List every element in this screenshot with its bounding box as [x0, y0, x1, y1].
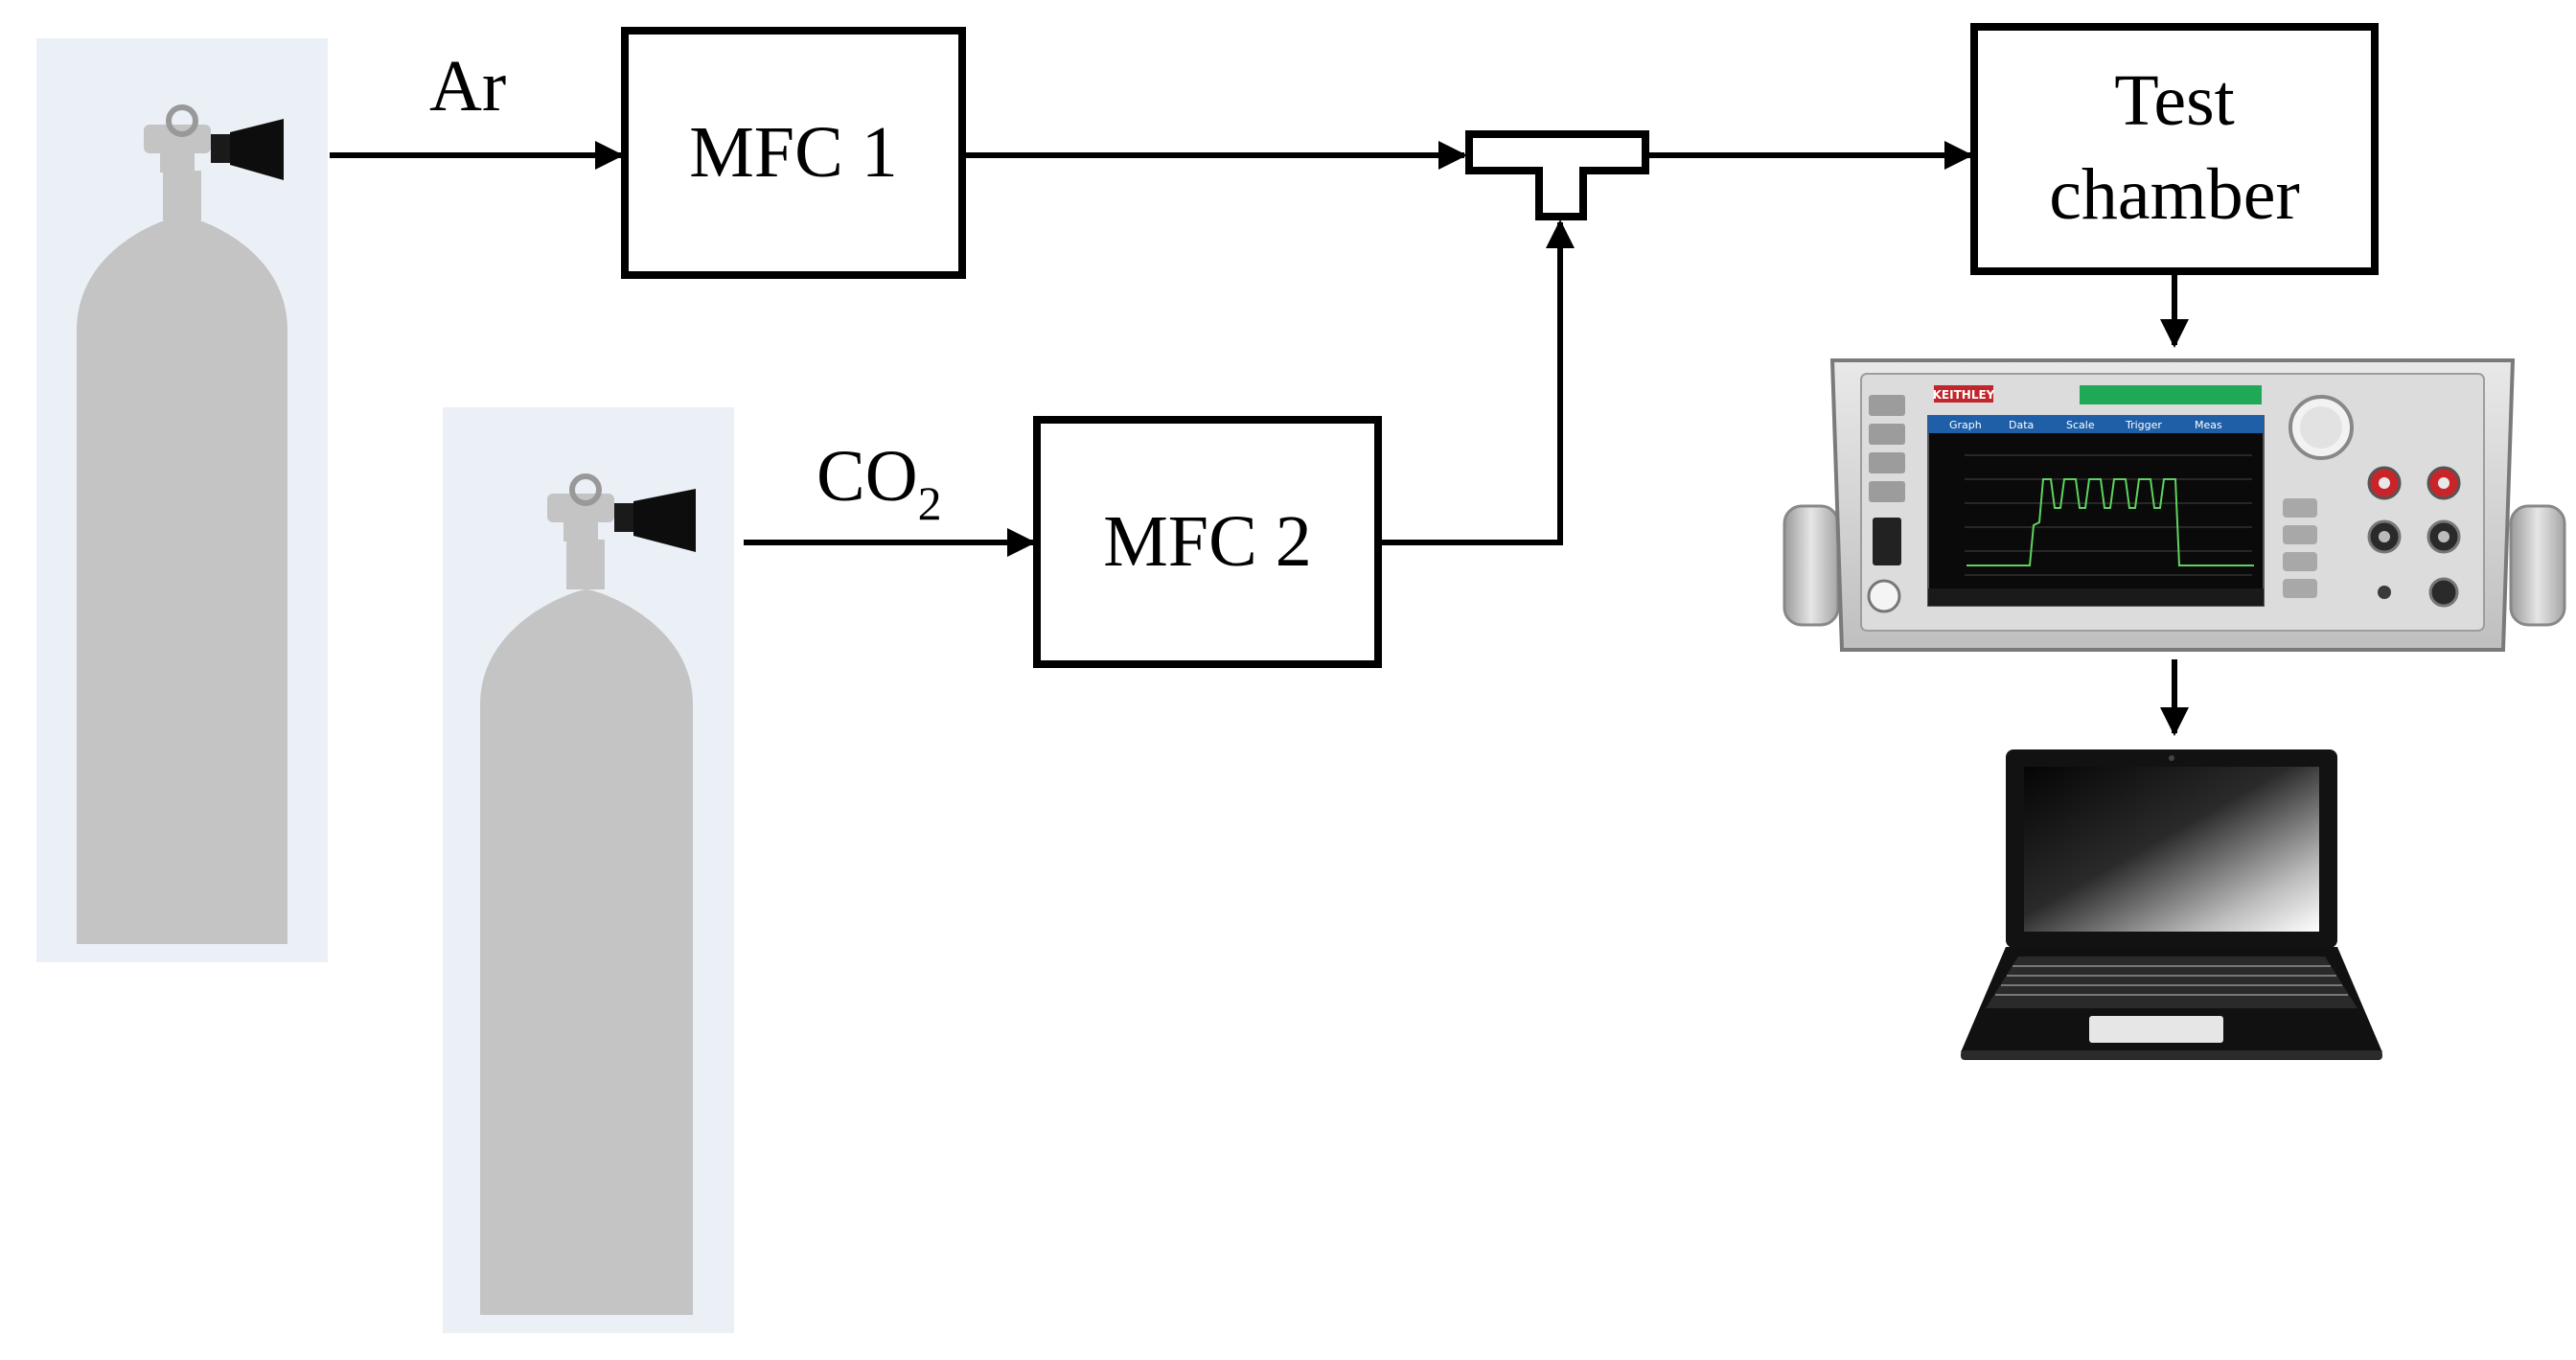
- mfc-1-box: MFC 1: [621, 27, 966, 279]
- mfc-2-box: MFC 2: [1033, 416, 1382, 668]
- laptop-icon: [1961, 749, 2382, 1060]
- screen-tab-trigger: Trigger: [2125, 419, 2162, 431]
- screen-tab-graph: Graph: [1949, 419, 1982, 431]
- instrument-icon: KEITHLEY Graph Data Scale Trigger Meas: [1782, 358, 2566, 652]
- test-chamber-label-line1: Test: [2114, 60, 2235, 141]
- mfc-1-label: MFC 1: [689, 112, 898, 193]
- gas-label-co2-subscript: 2: [918, 476, 942, 530]
- gas-label-co2: CO2: [816, 436, 942, 530]
- arrow-mfc2-to-tee: [1382, 219, 1575, 545]
- screen-tab-data: Data: [2009, 419, 2034, 431]
- instrument-brand: KEITHLEY: [1933, 388, 1995, 402]
- test-chamber-label-line2: chamber: [2049, 154, 2300, 235]
- gas-cylinder-icon: [36, 38, 328, 962]
- mfc-2-label: MFC 2: [1103, 501, 1312, 582]
- screen-trace: [1966, 478, 2254, 566]
- tee-junction-icon: [1465, 130, 1649, 220]
- screen-tab-meas: Meas: [2195, 419, 2222, 431]
- gas-label-ar: Ar: [429, 46, 506, 127]
- gas-cylinder-icon: [443, 407, 734, 1333]
- screen-tab-scale: Scale: [2066, 419, 2095, 431]
- test-chamber-box: Test chamber: [1970, 23, 2379, 275]
- gas-label-co2-main: CO: [816, 436, 918, 517]
